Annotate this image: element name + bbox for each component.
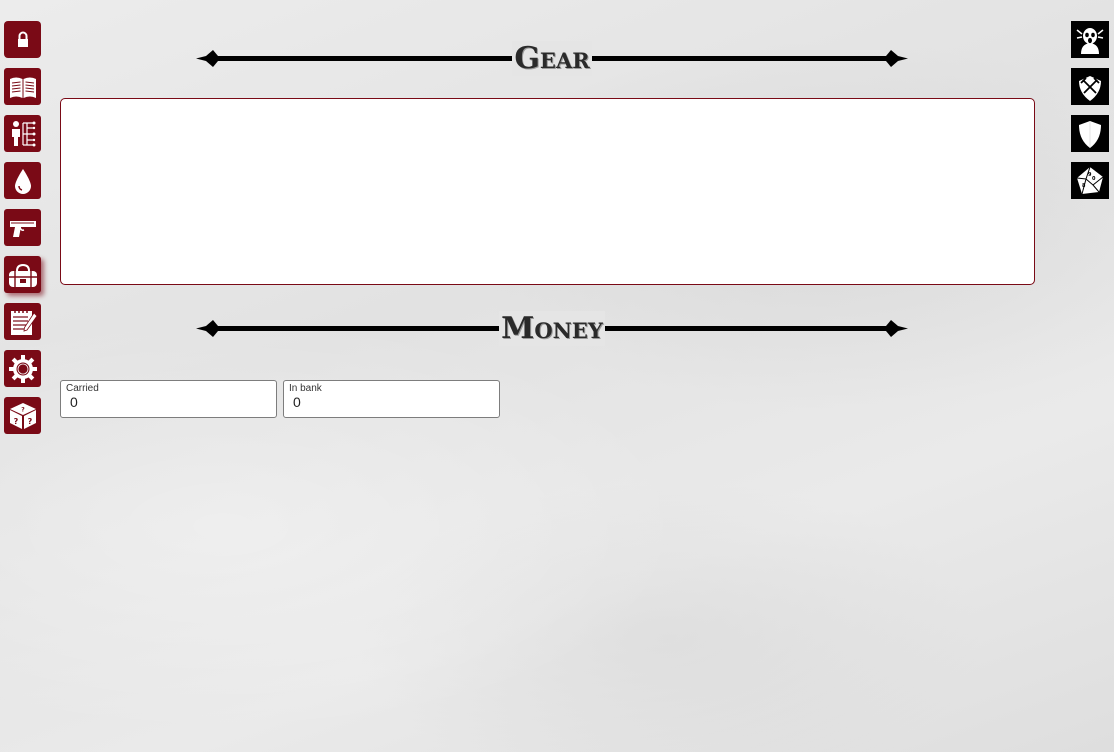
left-nav-rail: ? ? ? (4, 21, 42, 444)
gear-section-title: Gear (512, 41, 592, 76)
money-section-title: Money (499, 311, 605, 346)
gear-text-area[interactable] (60, 98, 1035, 285)
svg-text:?: ? (13, 417, 18, 426)
crossed-swords-icon (1079, 75, 1101, 101)
bank-label: In bank (289, 383, 322, 394)
random-roll-button[interactable]: ? ? ? (4, 397, 41, 434)
defense-button[interactable] (1071, 115, 1109, 152)
gear-section-header: Gear (196, 41, 908, 76)
carried-label: Carried (66, 383, 99, 394)
notepad-icon (10, 310, 38, 335)
d10-dice-icon: 9 0 8 (1076, 166, 1104, 194)
horror-button[interactable] (1071, 21, 1109, 58)
mystery-dice-icon: ? ? ? (9, 402, 36, 429)
carried-money-field[interactable]: Carried 0 (60, 380, 277, 418)
carried-value[interactable]: 0 (70, 394, 78, 410)
open-book-icon (9, 77, 36, 98)
settings-button[interactable] (4, 350, 41, 387)
book-button[interactable] (4, 68, 41, 105)
combat-button[interactable] (1071, 68, 1109, 105)
svg-text:9: 9 (1088, 172, 1092, 178)
gear-bag-button[interactable] (4, 256, 41, 293)
dice-roll-button[interactable]: 9 0 8 (1071, 162, 1109, 199)
character-tree-icon (11, 120, 35, 146)
bank-money-field[interactable]: In bank 0 (283, 380, 500, 418)
bank-value[interactable]: 0 (293, 394, 301, 410)
svg-text:0: 0 (1092, 176, 1096, 182)
gear-icon (8, 354, 37, 383)
svg-text:?: ? (21, 406, 25, 413)
svg-text:8: 8 (1082, 183, 1086, 189)
money-section-header: Money (196, 311, 908, 346)
blood-drop-icon (14, 168, 31, 194)
lock-icon (17, 31, 28, 47)
shield-icon (1079, 120, 1101, 148)
notes-button[interactable] (4, 303, 41, 340)
duffel-bag-icon (8, 263, 37, 287)
right-nav-rail: 9 0 8 (1071, 21, 1109, 209)
weapons-button[interactable] (4, 209, 41, 246)
blood-button[interactable] (4, 162, 41, 199)
pistol-icon (9, 220, 36, 237)
character-button[interactable] (4, 115, 41, 152)
svg-text:?: ? (27, 417, 32, 426)
screaming-skull-icon (1075, 24, 1105, 55)
lock-button[interactable] (4, 21, 41, 58)
